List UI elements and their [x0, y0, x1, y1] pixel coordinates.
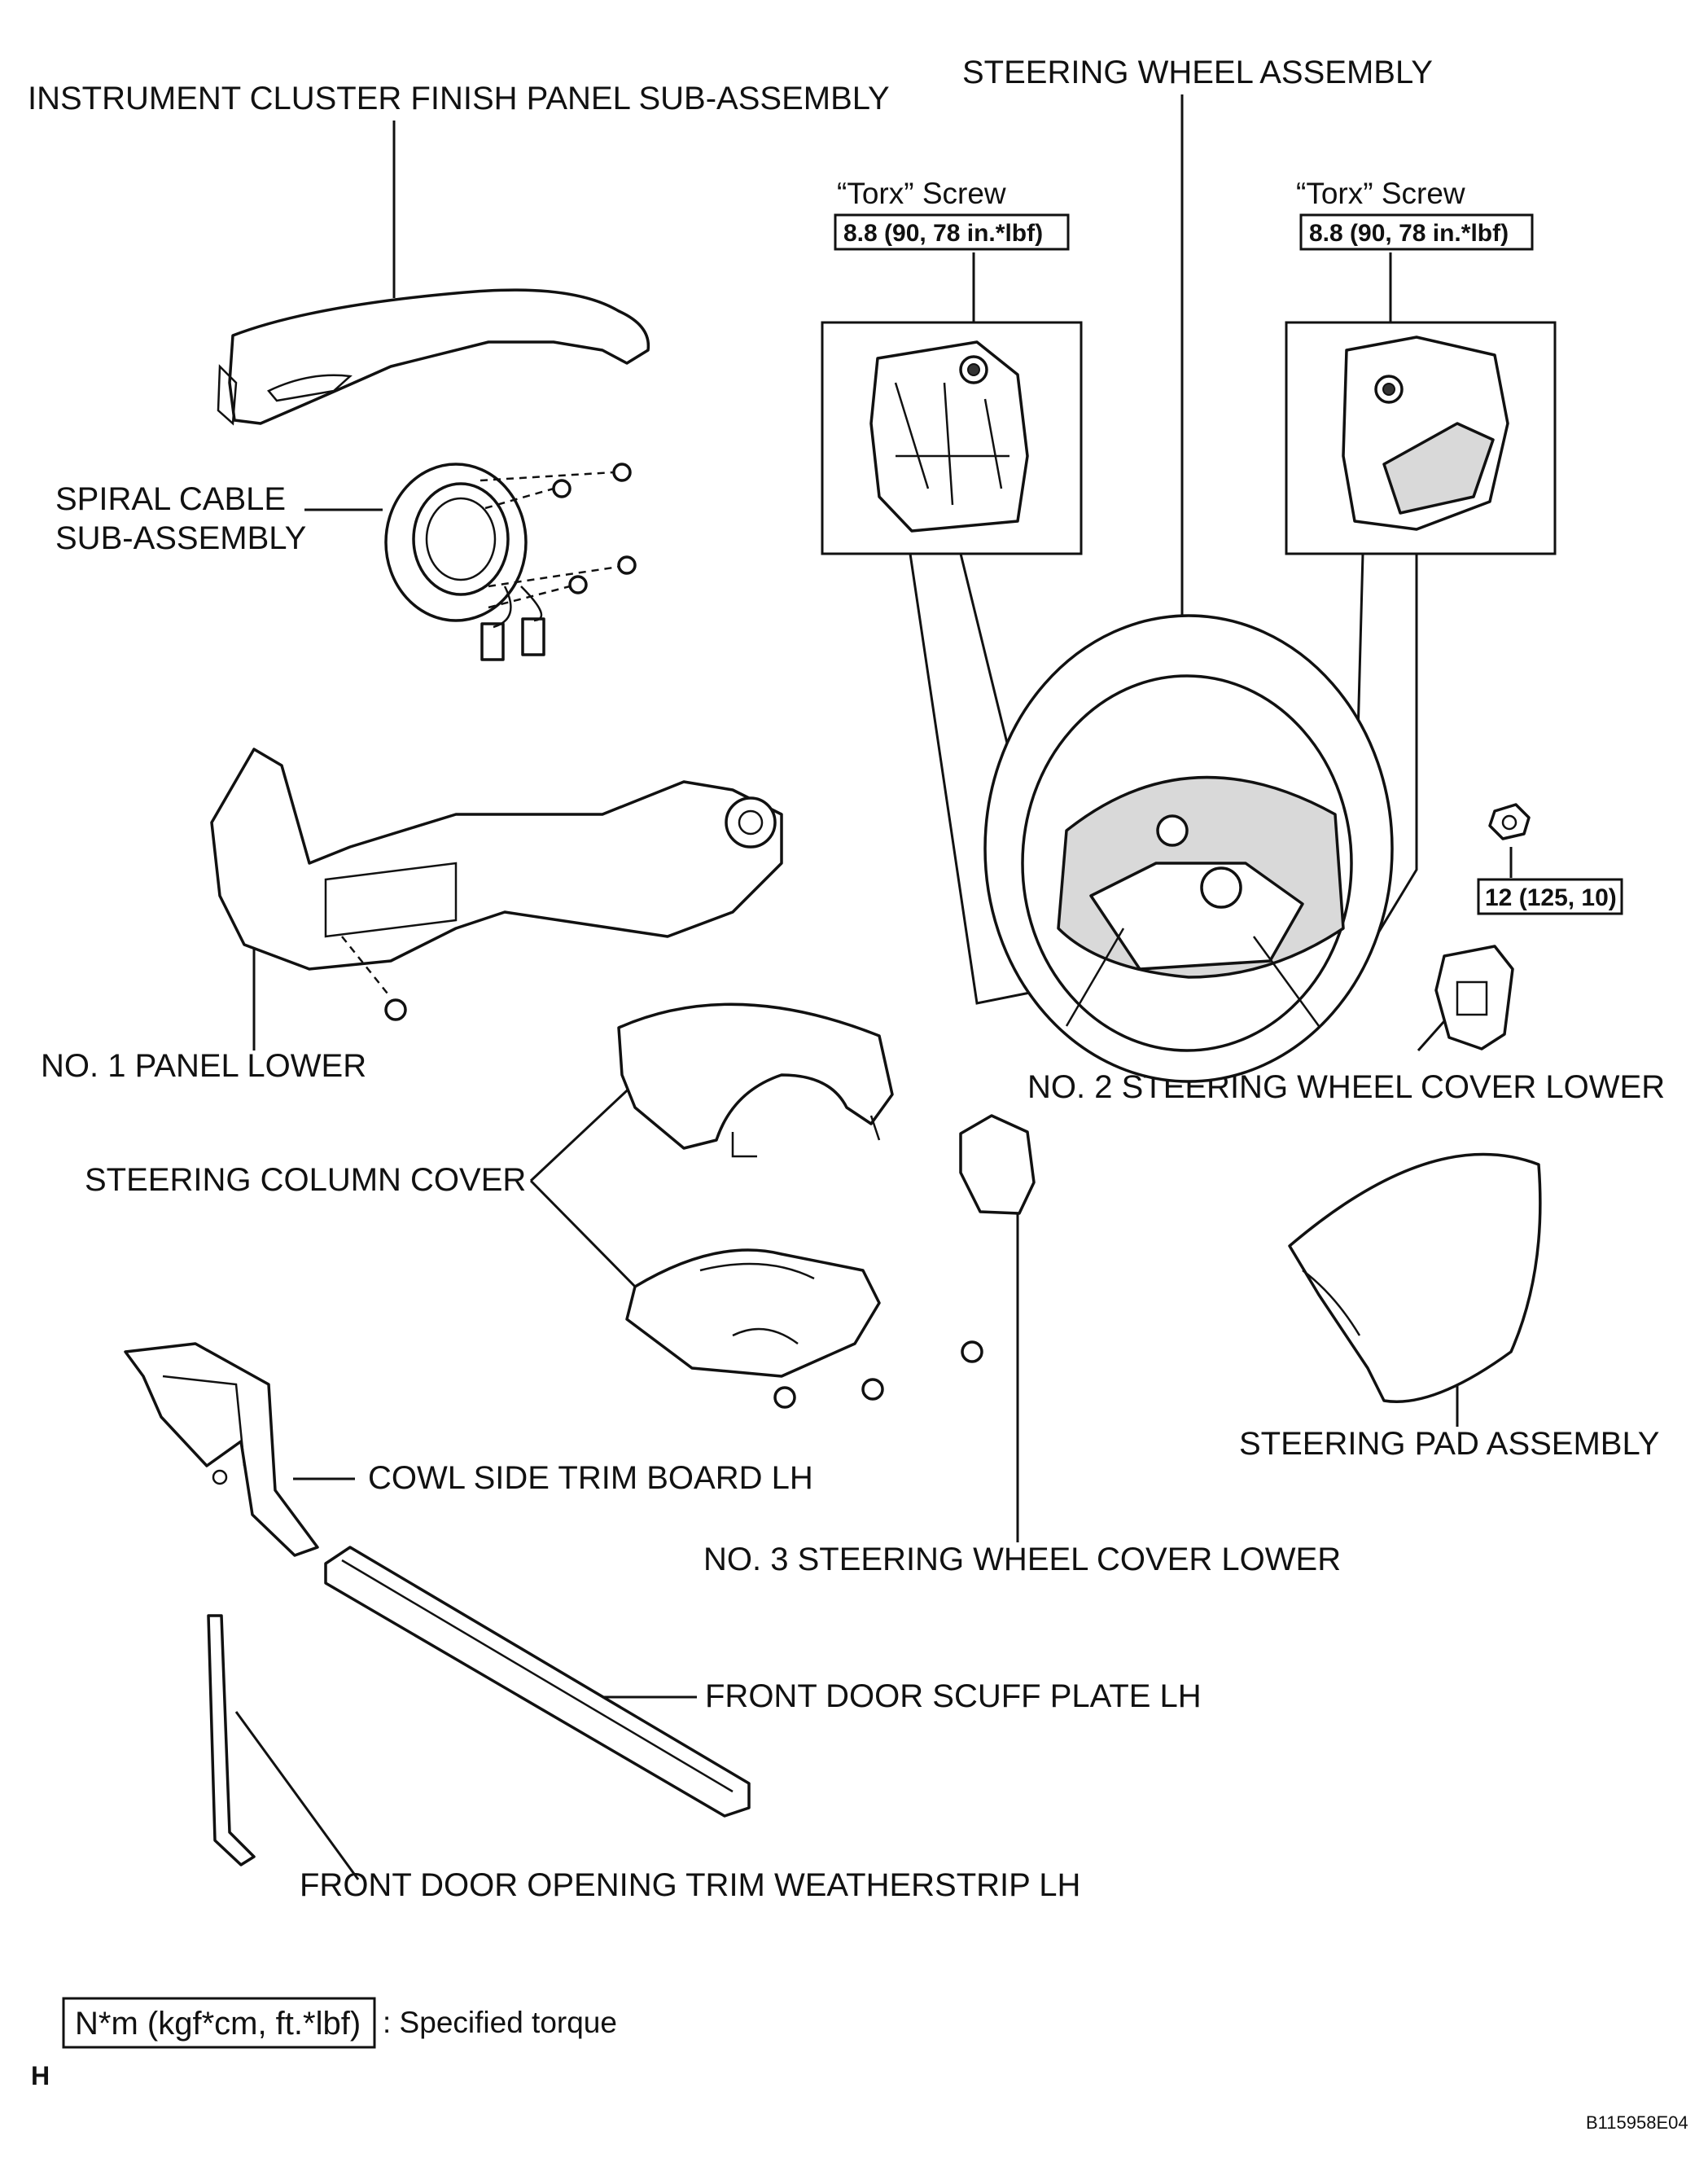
- label-front-door-scuff-plate: FRONT DOOR SCUFF PLATE LH: [705, 1678, 1202, 1714]
- torque-value-right: 8.8 (90, 78 in.*lbf): [1309, 220, 1509, 247]
- screw-icon: [773, 1386, 796, 1409]
- label-torx-screw-right: “Torx” Screw: [1296, 177, 1465, 210]
- legend-box: [62, 1997, 376, 2049]
- corner-mark: H: [31, 2061, 50, 2090]
- spiral-cable-sub-assembly: [384, 463, 637, 661]
- label-spiral-cable-line1: SPIRAL CABLE: [55, 481, 286, 517]
- label-steering-pad-assembly: STEERING PAD ASSEMBLY: [1239, 1426, 1659, 1462]
- screw-icon: [961, 1340, 983, 1363]
- torque-box-right: [1299, 213, 1534, 251]
- no1-panel-lower: [210, 748, 783, 1021]
- no3-steering-wheel-cover-lower: [959, 1114, 1036, 1215]
- torque-value-nut: 12 (125, 10): [1485, 884, 1617, 911]
- steering-wheel-assembly: [983, 614, 1394, 1083]
- figure-code: B115958E04: [1586, 2112, 1688, 2133]
- steering-pad-assembly: [1288, 1152, 1542, 1403]
- label-instrument-cluster-finish-panel: INSTRUMENT CLUSTER FINISH PANEL SUB-ASSE…: [28, 81, 890, 116]
- screw-icon: [552, 463, 637, 594]
- steering-column-cover-lower: [625, 1248, 983, 1409]
- steering-column-cover-upper: [617, 1002, 894, 1158]
- torx-detail-left: [821, 321, 1083, 1005]
- nut-icon: [1488, 803, 1531, 840]
- label-cowl-side-trim-board: COWL SIDE TRIM BOARD LH: [368, 1460, 813, 1496]
- screw-icon: [861, 1378, 884, 1401]
- torque-box-left: [834, 213, 1070, 251]
- torque-box-nut: [1477, 878, 1623, 915]
- label-no1-panel-lower: NO. 1 PANEL LOWER: [41, 1048, 366, 1084]
- screw-icon: [384, 998, 407, 1021]
- legend-unit: N*m (kgf*cm, ft.*lbf): [75, 2006, 361, 2042]
- cowl-side-trim-board: [124, 1342, 319, 1557]
- label-torx-screw-left: “Torx” Screw: [837, 177, 1006, 210]
- front-door-opening-weatherstrip: [207, 1614, 256, 1866]
- label-steering-wheel-assembly: STEERING WHEEL ASSEMBLY: [962, 55, 1433, 90]
- instrument-cluster-finish-panel: [217, 288, 650, 426]
- front-door-scuff-plate: [324, 1546, 751, 1818]
- leader-lines: [234, 94, 1513, 1880]
- label-front-door-opening-weatherstrip: FRONT DOOR OPENING TRIM WEATHERSTRIP LH: [300, 1867, 1080, 1903]
- no2-steering-wheel-cover-lower: [1434, 945, 1514, 1050]
- legend-text: : Specified torque: [383, 2006, 617, 2039]
- label-no3-steering-wheel-cover-lower: NO. 3 STEERING WHEEL COVER LOWER: [703, 1542, 1341, 1577]
- torque-value-left: 8.8 (90, 78 in.*lbf): [843, 220, 1043, 247]
- label-no2-steering-wheel-cover-lower: NO. 2 STEERING WHEEL COVER LOWER: [1027, 1069, 1665, 1105]
- label-spiral-cable-line2: SUB-ASSEMBLY: [55, 520, 306, 556]
- label-steering-column-cover: STEERING COLUMN COVER: [85, 1162, 526, 1198]
- torx-detail-right: [1285, 321, 1557, 982]
